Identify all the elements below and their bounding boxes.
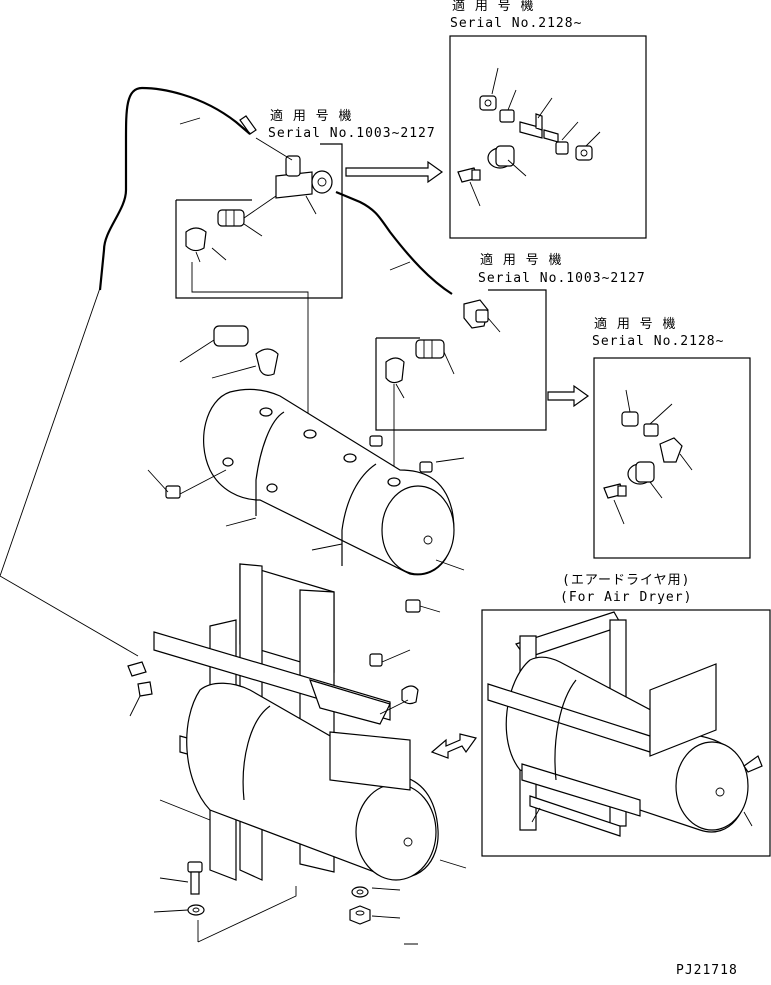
right-arrow-icon [345,160,444,184]
air-dryer-tank-assembly [487,611,763,837]
detail-box-top-center [175,143,343,299]
tee-fitting-icon [519,113,559,143]
connector-icon [415,339,445,359]
elbow-fitting-icon [255,348,279,376]
air-dryer-label-en: (For Air Dryer) [560,590,693,605]
connector-icon [217,209,245,227]
applicable-model-label: 適 用 号 機 [270,109,353,124]
serial-number-label: Serial No.2128~ [592,334,725,349]
detail-box-top-right [449,35,647,239]
valve-body-icon [627,461,655,485]
air-dryer-label-jp: (エアードライヤ用) [562,573,691,588]
fitting-nut-icon [479,95,497,111]
elbow-fitting-icon [127,661,153,697]
fitting-cap-icon [575,145,593,161]
plug-icon [369,435,383,447]
fitting-union-icon [499,109,515,123]
plug-icon [419,461,433,473]
air-tank-lower [186,682,439,881]
elbow-fitting-icon [463,299,489,329]
applicable-model-label: 適 用 号 機 [594,317,677,332]
elbow-fitting-icon [185,227,207,252]
fitting-nut-icon [621,411,639,427]
applicable-model-label: 適 用 号 機 [480,253,563,268]
fitting-union-icon [643,423,659,437]
air-tank-upper [203,388,455,576]
double-arrow-icon [430,733,478,759]
elbow-fitting-icon [385,357,405,384]
detail-box-air-dryer [481,609,771,857]
serial-number-label: Serial No.1003~2127 [478,271,646,286]
washer-icon [351,886,369,898]
air-hose [98,86,251,291]
elbow-fitting-icon [603,483,627,499]
bolt-icon [187,861,203,895]
elbow-fitting-icon [401,685,419,705]
right-arrow-icon [547,384,590,408]
elbow-fitting-icon [457,167,481,183]
serial-number-label: Serial No.2128~ [450,16,583,31]
air-hose [335,190,453,295]
tee-valve-icon [275,155,333,199]
bracket-strap [309,679,391,725]
applicable-model-label: 適 用 号 機 [452,0,535,14]
plug-icon [369,653,383,667]
detail-box-mid-right [593,357,751,559]
nut-icon [349,905,371,925]
valve-body-icon [487,145,515,169]
elbow-fitting-icon [659,437,683,463]
fitting-nipple-icon [555,141,569,155]
drawing-code: PJ21718 [676,963,738,978]
detail-box-mid-center [375,289,547,431]
connector-icon [213,325,249,347]
plug-icon [165,485,181,499]
serial-number-label: Serial No.1003~2127 [268,126,436,141]
plug-icon [405,599,421,613]
washer-icon [187,904,205,916]
